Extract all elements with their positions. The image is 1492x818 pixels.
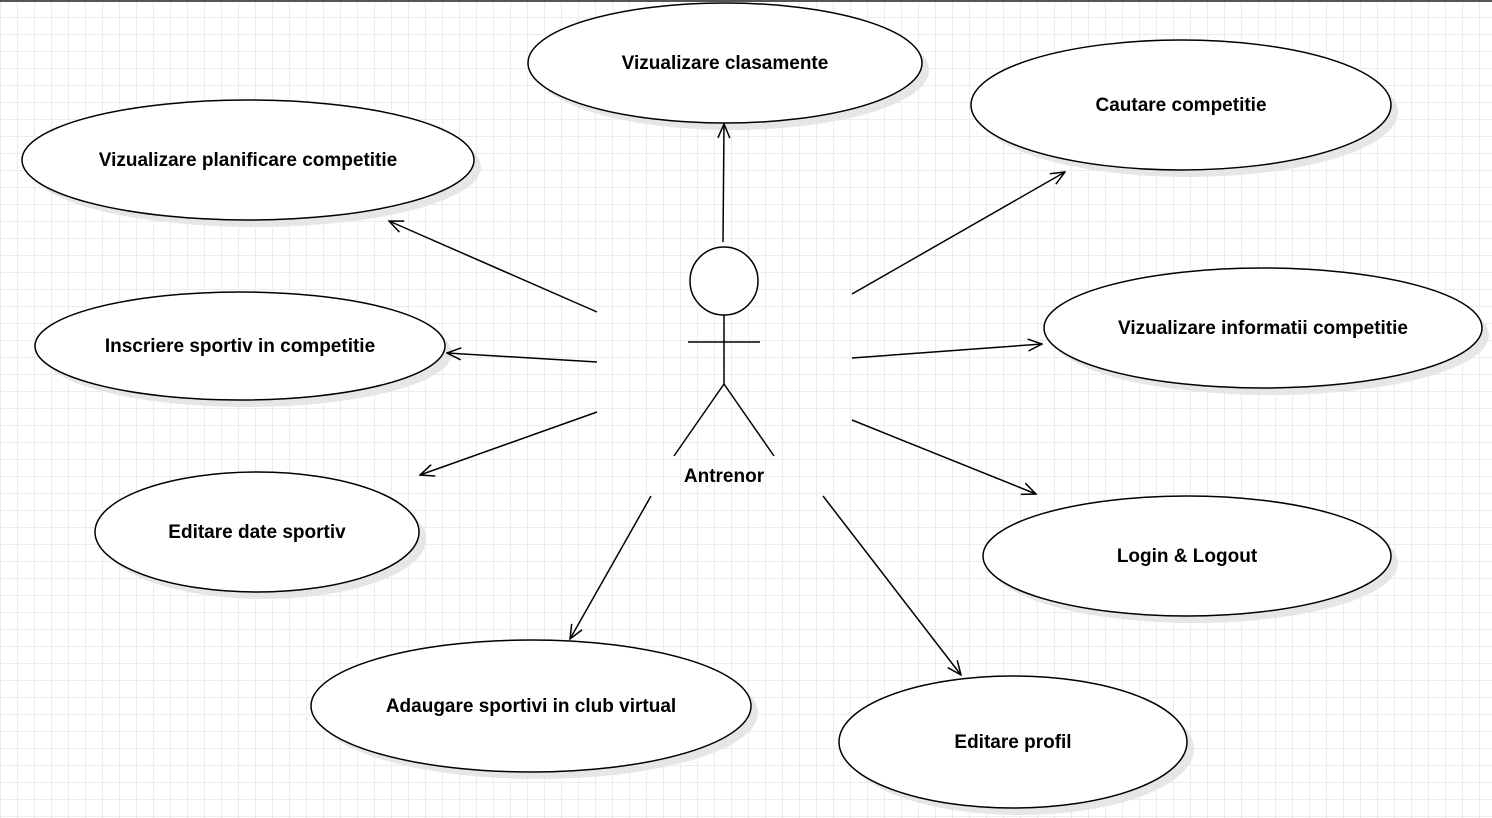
use-case-login-logout[interactable]: Login & Logout [982,495,1398,623]
actor-antrenor[interactable]: Antrenor [673,246,775,487]
use-case-label: Editare date sportiv [168,522,346,543]
use-case-editare-profil[interactable]: Editare profil [838,675,1194,815]
use-case-vizualizare-informatii-competitie[interactable]: Vizualizare informatii competitie [1043,267,1489,395]
association-editare-profil [822,495,961,675]
association-editare-date-sportiv [420,411,598,475]
use-case-label: Cautare competitie [1095,95,1266,116]
use-case-vizualizare-planificare-competitie[interactable]: Vizualizare planificare competitie [21,99,481,227]
associations [389,124,1065,675]
use-case-adaugare-sportivi-in-club-virtual[interactable]: Adaugare sportivi in club virtual [310,639,758,779]
use-case-editare-date-sportiv[interactable]: Editare date sportiv [94,471,426,599]
use-case-label: Inscriere sportiv in competitie [105,336,375,357]
use-case-label: Vizualizare planificare competitie [99,150,397,171]
use-case-label: Login & Logout [1117,546,1258,567]
use-case-label: Adaugare sportivi in club virtual [386,696,676,717]
association-vizualizare-planificare [389,221,598,313]
use-case-cautare-competitie[interactable]: Cautare competitie [970,39,1398,177]
canvas-top-border [0,0,1492,2]
actor-label: Antrenor [684,466,765,487]
association-cautare-competitie [851,172,1065,295]
actor-left-leg [673,383,725,457]
association-inscriere-sportiv [447,353,598,363]
use-case-label: Vizualizare clasamente [622,53,829,74]
use-case-label: Editare profil [954,732,1071,753]
use-case-vizualizare-clasamente[interactable]: Vizualizare clasamente [527,2,929,130]
association-vizualizare-informatii [851,344,1042,359]
association-adaugare-sportivi [570,495,652,639]
actor-head [689,246,759,316]
association-login-logout [851,419,1036,494]
actor-right-leg [723,383,775,457]
use-case-inscriere-sportiv-in-competitie[interactable]: Inscriere sportiv in competitie [34,291,452,407]
association-vizualizare-clasamente [723,124,724,243]
use-case-label: Vizualizare informatii competitie [1118,318,1408,339]
